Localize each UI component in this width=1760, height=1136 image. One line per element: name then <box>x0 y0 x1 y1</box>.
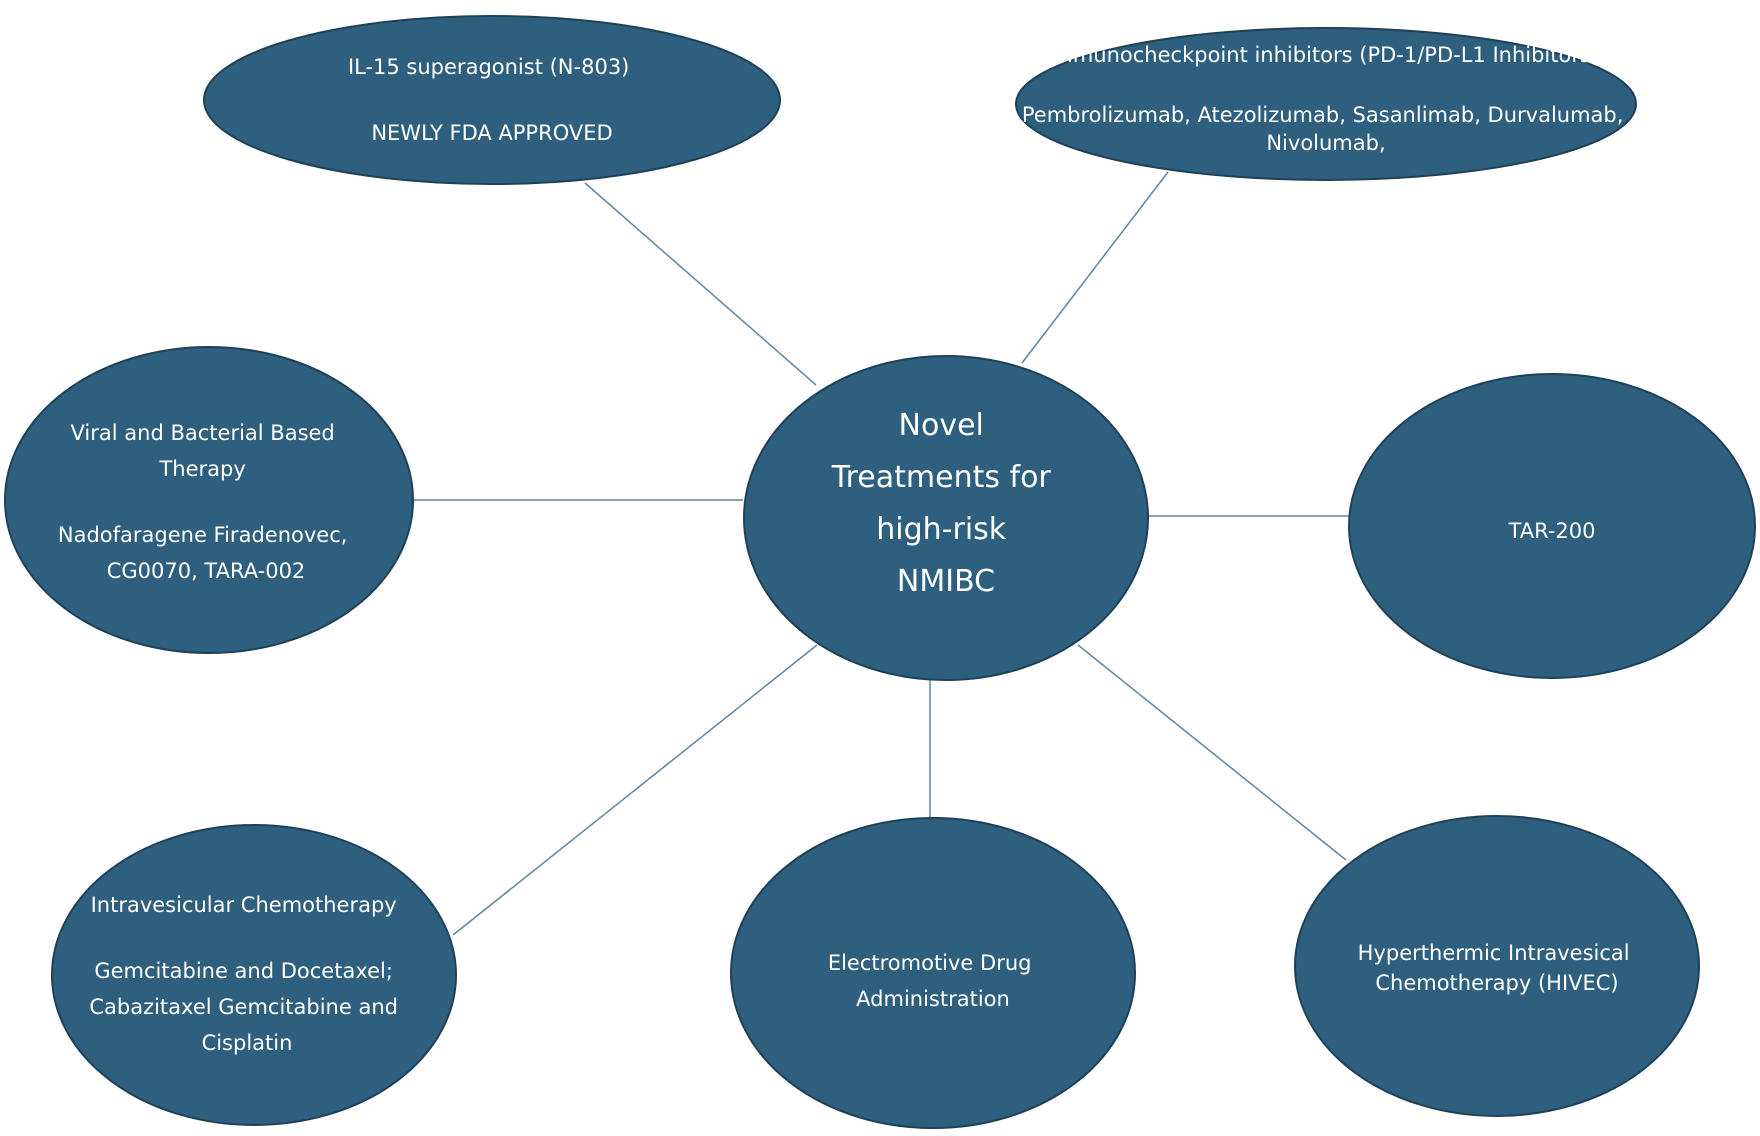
viral-line: Therapy <box>158 457 245 481</box>
checkpoint-line: Immunocheckpoint inhibitors (PD-1/PD-L1 … <box>1046 43 1599 67</box>
center-line: Treatments for <box>831 460 1052 495</box>
chemo-line: Cabazitaxel Gemcitabine and <box>89 995 398 1019</box>
chemo-text: Intravesicular Chemotherapy Gemcitabine … <box>89 893 404 1055</box>
node-center <box>743 355 1149 681</box>
connector-checkpoint <box>1021 171 1169 364</box>
il15-line: NEWLY FDA APPROVED <box>371 121 612 145</box>
node-viral <box>4 346 414 654</box>
chemo-line: Cisplatin <box>202 1031 293 1055</box>
il15-text: IL-15 superagonist (N-803) NEWLY FDA APP… <box>348 55 636 145</box>
tar200-line: TAR-200 <box>1508 519 1596 543</box>
checkpoint-text: Immunocheckpoint inhibitors (PD-1/PD-L1 … <box>1022 43 1630 155</box>
connector-il15 <box>584 182 817 386</box>
viral-line: Nadofaragene Firadenovec, <box>58 523 348 547</box>
hivec-text: Hyperthermic Intravesical Chemotherapy (… <box>1358 941 1637 995</box>
node-tar200 <box>1348 373 1756 679</box>
node-il15 <box>203 15 781 185</box>
emda-line: Electromotive Drug <box>828 951 1032 975</box>
center-line: NMIBC <box>897 564 995 599</box>
chemo-line: Intravesicular Chemotherapy <box>91 893 397 917</box>
checkpoint-line: Nivolumab, <box>1266 131 1385 155</box>
center-line: Novel <box>899 408 984 443</box>
node-hivec <box>1294 815 1700 1117</box>
viral-line: CG0070, TARA-002 <box>107 559 306 583</box>
connector-chemo <box>452 644 818 936</box>
node-chemo <box>51 824 457 1126</box>
tar200-text: TAR-200 <box>1508 519 1596 543</box>
center-line: high-risk <box>876 512 1007 547</box>
hivec-line: Chemotherapy (HIVEC) <box>1375 971 1618 995</box>
connector-hivec <box>1077 644 1347 861</box>
node-checkpoint <box>1015 27 1637 181</box>
connectors <box>412 171 1349 936</box>
emda-text: Electromotive Drug Administration <box>828 951 1038 1011</box>
checkpoint-line: Pembrolizumab, Atezolizumab, Sasanlimab,… <box>1022 103 1624 127</box>
chemo-line: Gemcitabine and Docetaxel; <box>94 959 393 983</box>
node-emda <box>730 817 1136 1129</box>
viral-text: Viral and Bacterial Based Therapy Nadofa… <box>58 421 354 583</box>
il15-line: IL-15 superagonist (N-803) <box>348 55 629 79</box>
center-title: Novel Treatments for high-risk NMIBC <box>831 408 1061 599</box>
viral-line: Viral and Bacterial Based <box>71 421 335 445</box>
emda-line: Administration <box>856 987 1010 1011</box>
hivec-line: Hyperthermic Intravesical <box>1358 941 1630 965</box>
